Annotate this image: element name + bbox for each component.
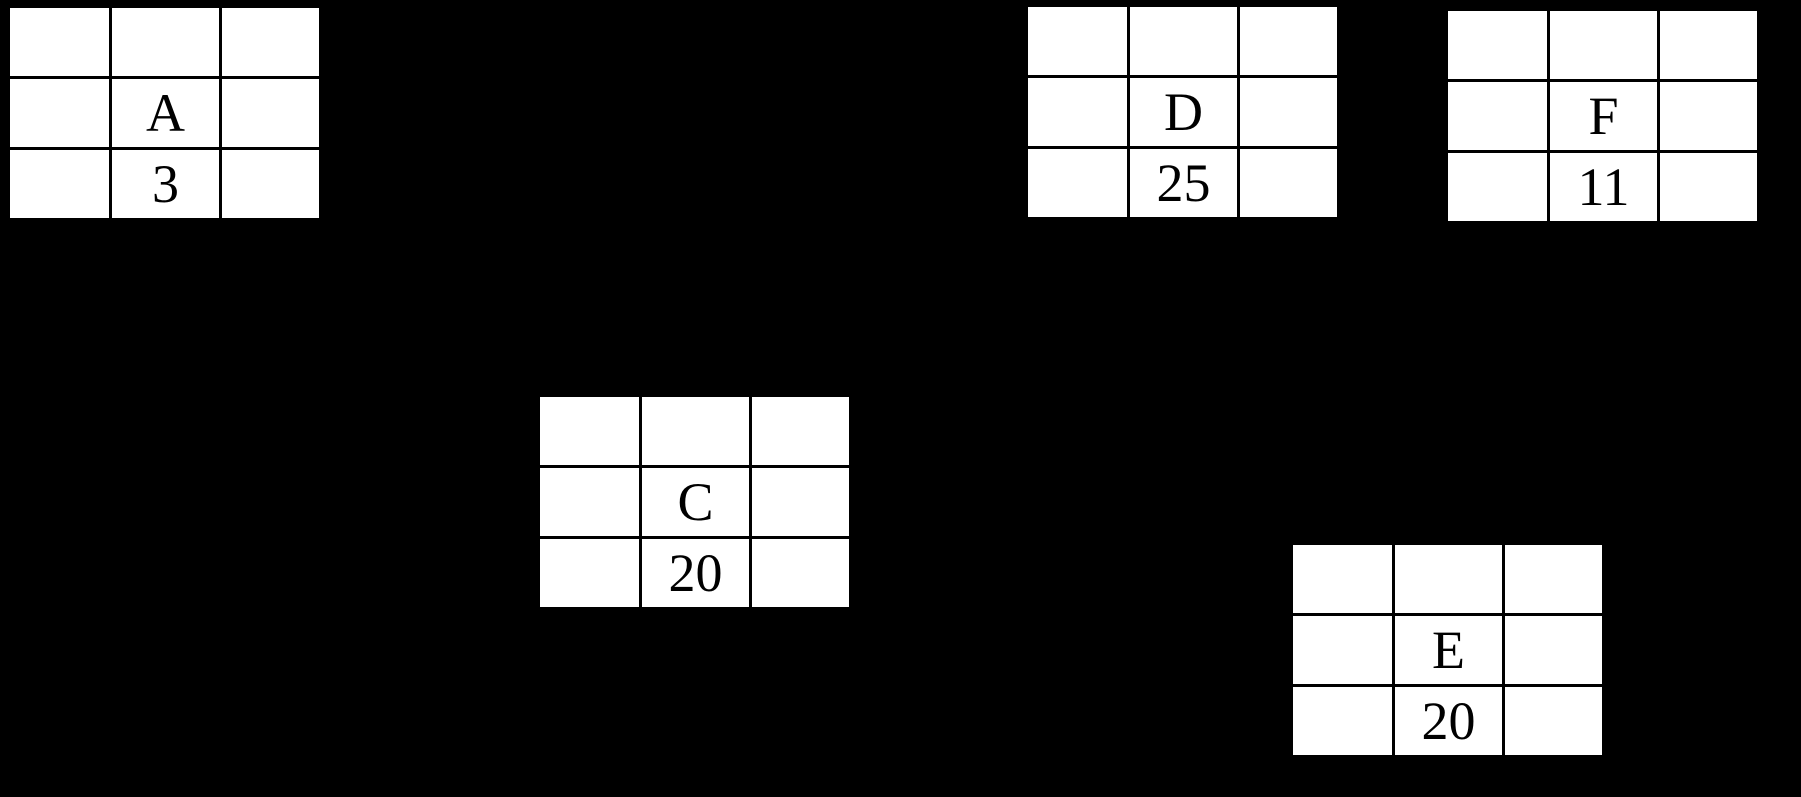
node-value: 25 (1127, 146, 1240, 220)
grid-cell (749, 536, 852, 610)
grid-cell (1237, 146, 1340, 220)
grid-cell (1290, 613, 1395, 687)
grid-cell (1657, 79, 1760, 153)
grid-cell (7, 76, 112, 150)
grid-cell (537, 536, 642, 610)
grid-cell (1392, 542, 1505, 616)
node-value: 20 (639, 536, 752, 610)
grid-cell (1237, 75, 1340, 149)
grid-cell (1502, 542, 1605, 616)
node-label: F (1547, 79, 1660, 153)
node-label: A (109, 76, 222, 150)
activity-node-f: F 11 (1445, 8, 1760, 224)
grid-cell (219, 5, 322, 79)
node-label: C (639, 465, 752, 539)
activity-node-e: E 20 (1290, 542, 1605, 758)
grid-cell (1290, 684, 1395, 758)
grid-cell (1025, 4, 1130, 78)
grid-cell (219, 147, 322, 221)
grid-cell (1127, 4, 1240, 78)
activity-node-c: C 20 (537, 394, 852, 610)
grid-cell (1445, 79, 1550, 153)
grid-cell (639, 394, 752, 468)
grid-cell (219, 76, 322, 150)
node-value: 3 (109, 147, 222, 221)
grid-cell (1445, 150, 1550, 224)
node-label: E (1392, 613, 1505, 687)
grid-cell (537, 394, 642, 468)
grid-cell (109, 5, 222, 79)
grid-cell (7, 147, 112, 221)
activity-node-a: A 3 (7, 5, 322, 221)
grid-cell (1502, 684, 1605, 758)
grid-cell (1502, 613, 1605, 687)
activity-node-d: D 25 (1025, 4, 1340, 220)
grid-cell (1445, 8, 1550, 82)
grid-cell (1237, 4, 1340, 78)
node-value: 20 (1392, 684, 1505, 758)
grid-cell (1547, 8, 1660, 82)
grid-cell (1290, 542, 1395, 616)
grid-cell (1657, 150, 1760, 224)
grid-cell (1025, 146, 1130, 220)
node-label: D (1127, 75, 1240, 149)
grid-cell (749, 394, 852, 468)
grid-cell (749, 465, 852, 539)
grid-cell (1657, 8, 1760, 82)
grid-cell (537, 465, 642, 539)
grid-cell (7, 5, 112, 79)
node-value: 11 (1547, 150, 1660, 224)
grid-cell (1025, 75, 1130, 149)
